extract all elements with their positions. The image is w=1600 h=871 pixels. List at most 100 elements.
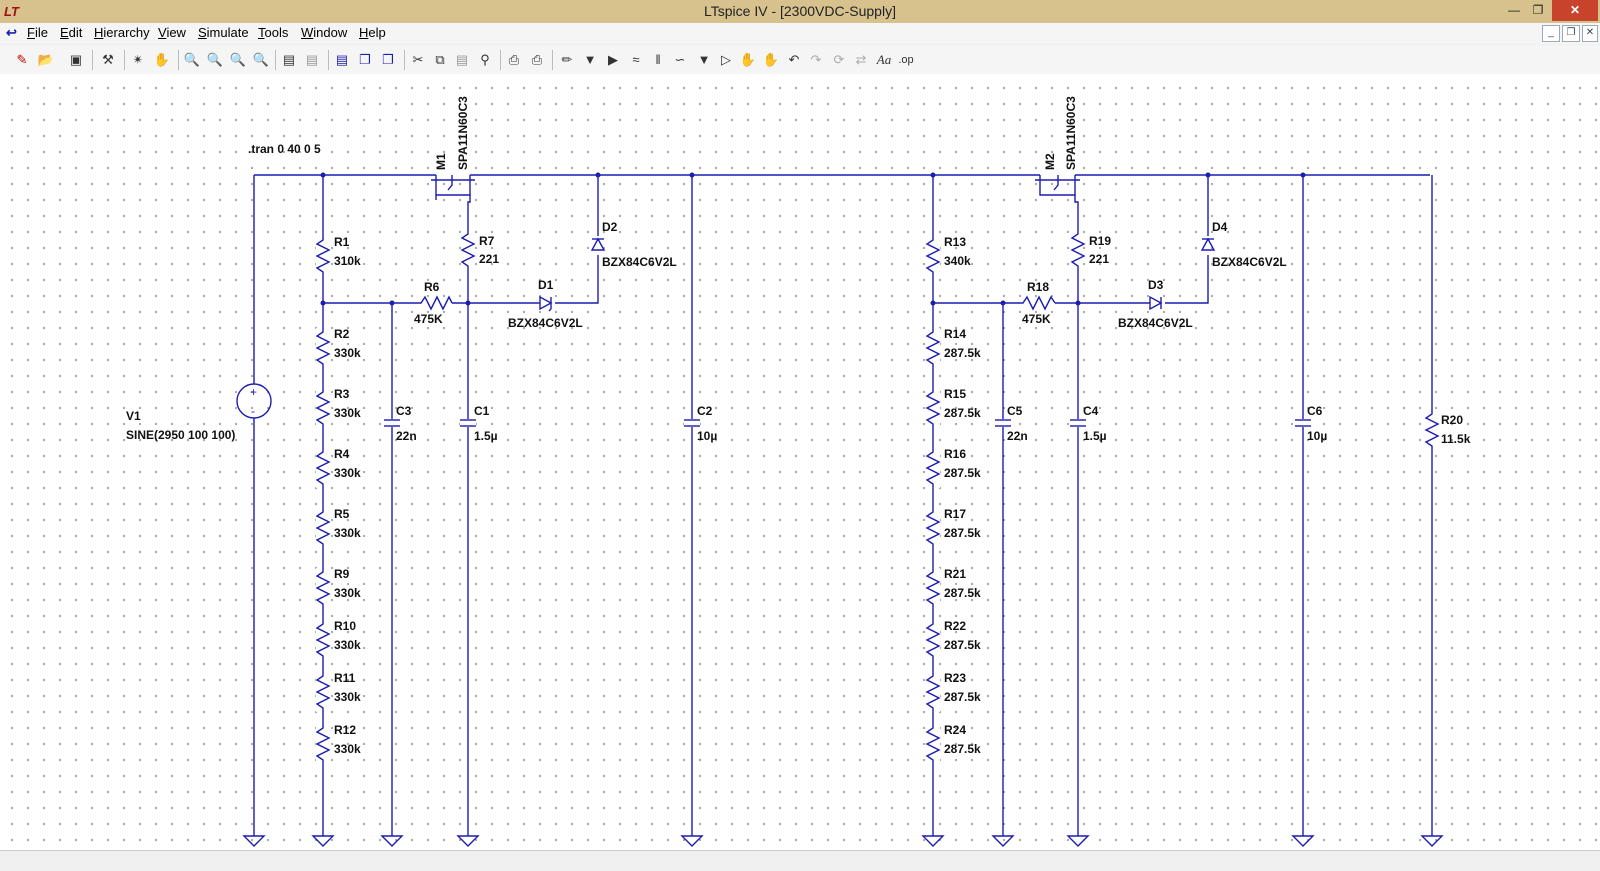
ground-icon[interactable]: ▼	[583, 52, 597, 67]
redo-icon[interactable]: ↷	[810, 52, 822, 67]
resistor-R17[interactable]	[925, 508, 941, 548]
resistor-R1[interactable]	[315, 236, 331, 276]
resistor-R23[interactable]	[925, 672, 941, 712]
inductor-icon[interactable]: ∽	[674, 52, 686, 67]
minimize-icon[interactable]: —	[1508, 3, 1520, 17]
zoom-out-icon[interactable]: 🔍	[229, 52, 247, 67]
halt-icon[interactable]: ✋	[153, 52, 171, 67]
resistor-icon[interactable]: ≈	[632, 52, 640, 67]
paste-icon[interactable]: ▤	[455, 52, 469, 67]
ground-icon[interactable]	[380, 835, 404, 847]
resistor-R22[interactable]	[925, 620, 941, 660]
wire[interactable]	[555, 255, 599, 304]
resistor-R19[interactable]	[1070, 230, 1086, 268]
capacitor-C2[interactable]	[684, 419, 700, 427]
zoom-in-icon[interactable]: 🔍	[183, 52, 201, 67]
menu-tools[interactable]: Tools	[258, 25, 289, 40]
resistor-R12[interactable]	[315, 724, 331, 764]
ground-icon[interactable]	[311, 835, 335, 847]
capacitor-C5[interactable]	[995, 419, 1011, 427]
control-panel-icon[interactable]: ⚒	[102, 52, 114, 67]
print-icon[interactable]: ⎙	[531, 52, 543, 67]
component-icon[interactable]: ▷	[721, 52, 731, 67]
capacitor-C4[interactable]	[1070, 419, 1086, 427]
resistor-R6[interactable]	[418, 295, 453, 311]
resistor-R16[interactable]	[925, 448, 941, 488]
menu-view[interactable]: View	[158, 25, 186, 40]
capacitor-C6[interactable]	[1295, 419, 1311, 427]
mosfet-M2[interactable]	[1035, 175, 1080, 230]
ground-icon[interactable]	[680, 835, 704, 847]
restore-icon[interactable]: ❐	[1532, 3, 1544, 17]
resistor-R4[interactable]	[315, 448, 331, 488]
ground-icon[interactable]	[456, 835, 480, 847]
tile-icon[interactable]: ▤	[335, 52, 349, 67]
ground-icon[interactable]	[1066, 835, 1090, 847]
ground-icon[interactable]	[921, 835, 945, 847]
label-icon[interactable]: ▶	[608, 52, 618, 67]
menu-window[interactable]: Window	[301, 25, 348, 40]
voltage-source-V1[interactable]: + -	[236, 175, 272, 836]
diode-D1[interactable]	[539, 295, 553, 312]
resistor-R7[interactable]	[460, 230, 476, 268]
ground-icon[interactable]	[1420, 835, 1444, 847]
resistor-R18[interactable]	[1020, 295, 1056, 311]
resistor-R3[interactable]	[315, 388, 331, 428]
mdi-minimize-icon[interactable]: _	[1542, 25, 1560, 42]
resistor-R20[interactable]	[1424, 410, 1440, 452]
wire[interactable]	[1165, 255, 1209, 304]
menu-file[interactable]: File	[27, 25, 48, 40]
spice-directive[interactable]: .tran 0 40 0 5	[248, 142, 321, 156]
diode-D4[interactable]	[1200, 237, 1216, 251]
pan-icon[interactable]: 🔍	[206, 52, 224, 67]
capacitor-icon[interactable]: ‖	[655, 52, 661, 67]
diode-icon[interactable]: ▼	[697, 52, 711, 67]
print-setup-icon[interactable]: ⎙	[508, 52, 520, 67]
resistor-R13[interactable]	[925, 236, 941, 276]
mdi-restore-icon[interactable]: ❐	[1562, 25, 1580, 42]
diode-D3[interactable]	[1149, 295, 1163, 311]
menu-hierarchy[interactable]: Hierarchy	[94, 25, 150, 40]
cascade-icon[interactable]: ❐	[359, 52, 371, 67]
resistor-R2[interactable]	[315, 328, 331, 368]
resistor-R9[interactable]	[315, 568, 331, 608]
cut-icon[interactable]: ✂	[412, 52, 424, 67]
resistor-R10[interactable]	[315, 620, 331, 660]
resistor-R14[interactable]	[925, 328, 941, 368]
spice-directive-icon[interactable]: .op	[898, 54, 914, 66]
resistor-R11[interactable]	[315, 672, 331, 712]
rotate-icon[interactable]: ⟳	[833, 52, 845, 67]
wire-icon[interactable]: ✏	[561, 52, 573, 67]
plot-settings-icon[interactable]: ▤	[305, 52, 319, 67]
text-icon[interactable]: Aa	[876, 52, 892, 67]
ground-icon[interactable]	[242, 835, 266, 847]
menu-help[interactable]: Help	[359, 25, 386, 40]
run-icon[interactable]: ✴	[132, 52, 144, 67]
resistor-R5[interactable]	[315, 508, 331, 548]
close-all-icon[interactable]: ❐	[382, 52, 394, 67]
mirror-icon[interactable]: ⇄	[855, 52, 867, 67]
copy-icon[interactable]: ⧉	[435, 52, 445, 67]
mdi-icon[interactable]: ↩	[6, 25, 17, 40]
resistor-R24[interactable]	[925, 724, 941, 764]
close-icon[interactable]: ✕	[1552, 0, 1598, 21]
drag-icon[interactable]: ✋	[762, 52, 780, 67]
menu-simulate[interactable]: Simulate	[198, 25, 249, 40]
resistor-R21[interactable]	[925, 568, 941, 608]
mdi-close-icon[interactable]: ✕	[1582, 25, 1598, 42]
new-schematic-icon[interactable]: ✎	[16, 52, 28, 67]
ground-icon[interactable]	[1291, 835, 1315, 847]
capacitor-C3[interactable]	[384, 419, 400, 427]
capacitor-C1[interactable]	[460, 419, 476, 427]
zoom-fit-icon[interactable]: 🔍	[252, 52, 270, 67]
diode-D2[interactable]	[590, 237, 606, 251]
schematic-canvas[interactable]: .tran 0 40 0 5 + - V1 SINE(2950 100 100)…	[0, 74, 1600, 850]
save-icon[interactable]: ▣	[69, 52, 83, 67]
open-icon[interactable]: 📂	[37, 52, 55, 67]
find-icon[interactable]: ⚲	[480, 52, 490, 67]
move-icon[interactable]: ✋	[739, 52, 757, 67]
ground-icon[interactable]	[991, 835, 1015, 847]
mosfet-M1[interactable]	[431, 175, 475, 230]
autorange-icon[interactable]: ▤	[282, 52, 296, 67]
menu-edit[interactable]: Edit	[60, 25, 83, 40]
